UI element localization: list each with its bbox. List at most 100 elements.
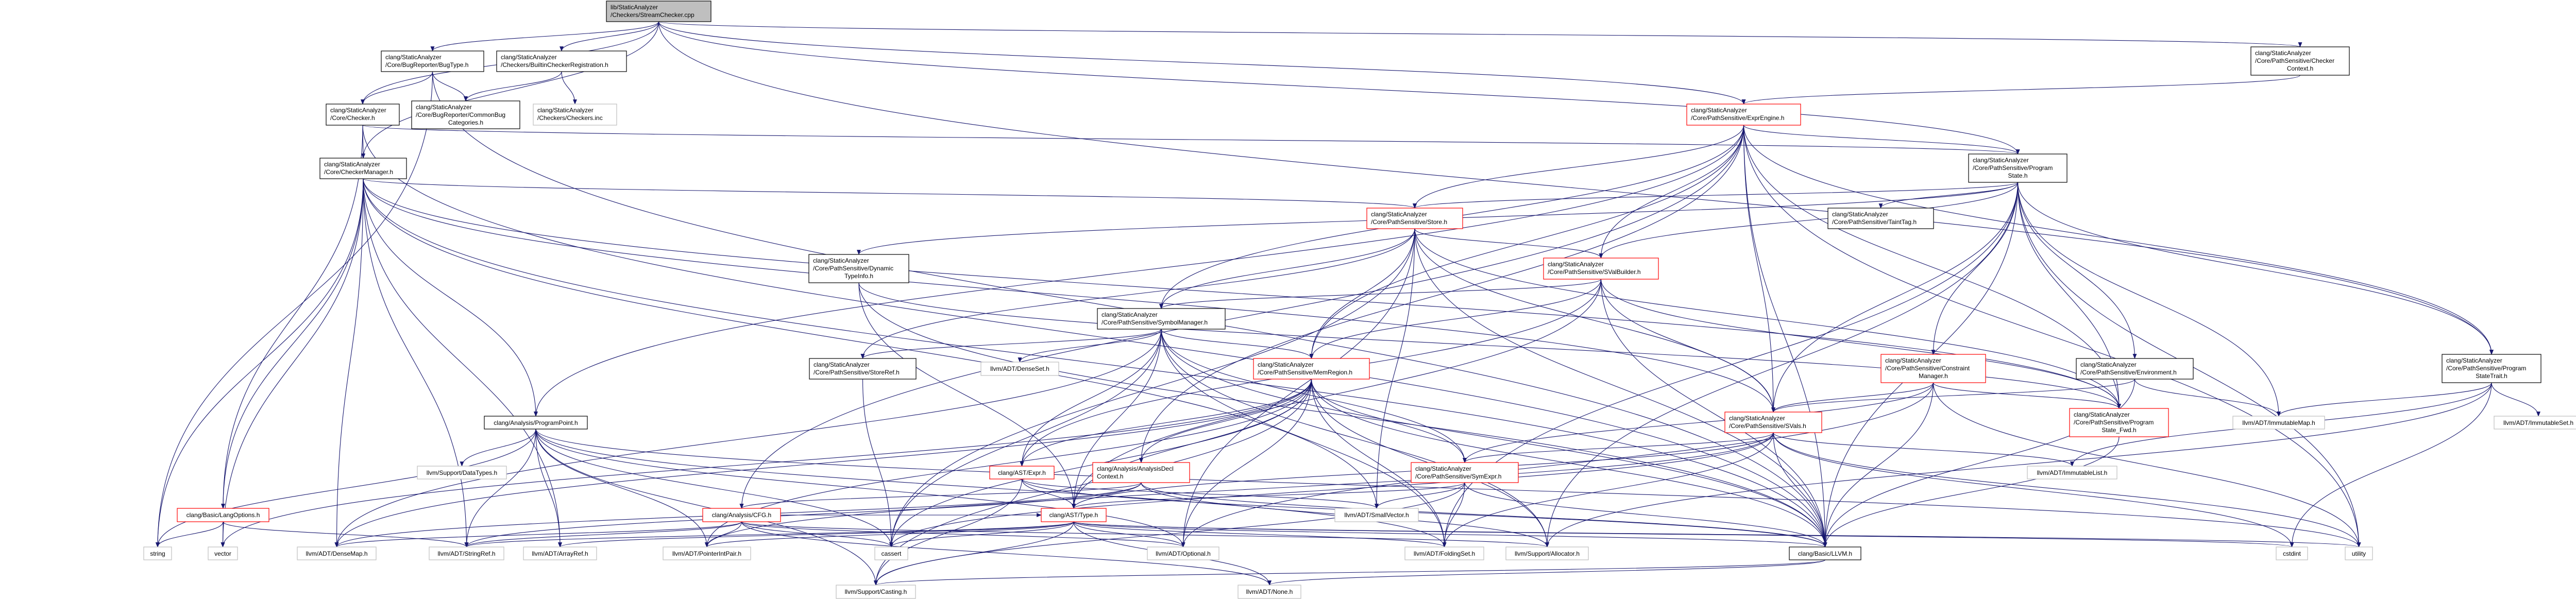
edge-clang-staticanalyzer-core-checkermanager-h-to-clang-basic-langoptions-h [221,178,364,509]
edge-clang-staticanalyzer-core-pathsensitive-store-h-to-llvm-adt-smallvector-h [1375,228,1415,509]
node-clang-staticanalyzer-core-pathsensitive-symexpr-h[interactable]: clang/StaticAnalyzer/Core/PathSensitive/… [1411,462,1519,483]
node-clang-staticanalyzer-core-pathsensitive-store-h[interactable]: clang/StaticAnalyzer/Core/PathSensitive/… [1366,208,1463,229]
node-clang-staticanalyzer-core-bugreporter-commonbugcategories-h[interactable]: clang/StaticAnalyzer/Core/BugReporter/Co… [411,100,520,129]
node-box [1686,104,1801,126]
node-label-line: clang/StaticAnalyzer [330,107,386,114]
node-box [874,546,908,560]
edge-clang-basic-langoptions-h-to-llvm-adt-stringref-h [223,521,469,547]
node-clang-staticanalyzer-core-bugreporter-bugtype-h[interactable]: clang/StaticAnalyzer/Core/BugReporter/Bu… [381,50,484,72]
edge-clang-staticanalyzer-core-pathsensitive-store-h-to-clang-staticanalyzer-core-pathsensitive-svals-h [1414,228,1775,413]
edge-clang-staticanalyzer-core-pathsensitive-svalbuilder-h-to-clang-basic-llvm-h [1600,279,1827,547]
node-label-line: clang/StaticAnalyzer [1885,357,1941,364]
edge-clang-analysis-programpoint-h-to-string [156,429,536,547]
node-box [2027,466,2117,480]
node-llvm-adt-smallvector-h: llvm/ADT/SmallVector.h [1334,508,1419,522]
node-box [989,466,1055,480]
node-clang-staticanalyzer-core-pathsensitive-dynamictypeinfo-h[interactable]: clang/StaticAnalyzer/Core/PathSensitive/… [808,254,909,283]
node-label-line: /Core/BugReporter/CommonBug [416,111,505,118]
node-label-line: clang/StaticAnalyzer [1729,415,1785,422]
edge-clang-ast-type-h-to-cassert [889,521,1074,547]
edge-clang-staticanalyzer-core-pathsensitive-svals-h-to-llvm-adt-foldingset-h [1442,432,1774,547]
node-clang-staticanalyzer-core-pathsensitive-programstatetrait-h[interactable]: clang/StaticAnalyzer/Core/PathSensitive/… [2442,354,2541,383]
node-label-line: clang/StaticAnalyzer [1691,107,1747,114]
node-clang-basic-llvm-h[interactable]: clang/Basic/LLVM.h [1789,546,1861,560]
node-clang-analysis-cfg-h[interactable]: clang/Analysis/CFG.h [702,508,781,522]
node-clang-staticanalyzer-core-pathsensitive-programstate-fwd-h[interactable]: clang/StaticAnalyzer/Core/PathSensitive/… [2069,408,2169,437]
edge-clang-staticanalyzer-core-checkermanager-h-to-clang-staticanalyzer-core-pathsensitive-svals-h [363,178,1775,413]
node-clang-staticanalyzer-core-pathsensitive-tainttag-h[interactable]: clang/StaticAnalyzer/Core/PathSensitive/… [1827,208,1934,229]
node-label-line: llvm/ADT/ImmutableSet.h [2503,419,2573,426]
node-label-line: /Core/PathSensitive/TaintTag.h [1832,218,1917,226]
edge-clang-ast-type-h-to-llvm-support-casting-h [874,521,1074,586]
edge-clang-staticanalyzer-core-pathsensitive-memregion-h-to-clang-staticanalyzer-core-pathsensitive-symexpr-h [1311,379,1467,463]
node-box [663,546,751,560]
node-clang-staticanalyzer-checkers-builtincheckerregistration-h[interactable]: clang/StaticAnalyzer/Checkers/BuiltinChe… [496,50,627,72]
edge-clang-ast-type-h-to-llvm-adt-pointerintpair-h [705,521,1074,547]
node-clang-staticanalyzer-core-pathsensitive-constraintmanager-h[interactable]: clang/StaticAnalyzer/Core/PathSensitive/… [1880,354,1986,383]
edge-clang-staticanalyzer-core-pathsensitive-exprengine-h-to-clang-analysis-cfg-h [739,125,1744,509]
edge-clang-staticanalyzer-core-pathsensitive-programstate-h-to-clang-staticanalyzer-core-pathsensitive-svals-h [1771,182,2019,413]
edge-clang-staticanalyzer-core-pathsensitive-environment-h-to-clang-basic-llvm-h [1823,379,2136,547]
edge-clang-staticanalyzer-core-pathsensitive-store-h-to-llvm-adt-optional-h [1181,228,1415,547]
edge-clang-ast-type-h-to-llvm-adt-stringref-h [464,521,1074,547]
edge-clang-staticanalyzer-core-pathsensitive-symbolmanager-h-to-llvm-adt-densemap-h [334,329,1162,547]
node-clang-basic-langoptions-h[interactable]: clang/Basic/LangOptions.h [177,508,269,522]
node-label-line: llvm/Support/Casting.h [845,588,907,595]
edge-clang-staticanalyzer-core-pathsensitive-environment-h-to-clang-staticanalyzer-core-pathsensitive-svals-h [1771,379,2136,413]
edge-clang-staticanalyzer-core-pathsensitive-symbolmanager-h-to-llvm-adt-denseset-h [1018,329,1162,363]
node-box [411,100,520,129]
node-clang-staticanalyzer-core-pathsensitive-symbolmanager-h[interactable]: clang/StaticAnalyzer/Core/PathSensitive/… [1097,308,1226,330]
edge-clang-staticanalyzer-core-pathsensitive-symbolmanager-h-to-llvm-support-allocator-h [1161,329,1549,547]
edge-clang-staticanalyzer-core-checker-h-to-clang-basic-llvm-h [362,125,1827,547]
node-clang-staticanalyzer-core-checker-h[interactable]: clang/StaticAnalyzer/Core/Checker.h [326,104,400,126]
node-label-line: /Core/CheckerManager.h [324,168,393,176]
node-clang-staticanalyzer-core-pathsensitive-svalbuilder-h[interactable]: clang/StaticAnalyzer/Core/PathSensitive/… [1543,258,1659,280]
node-label-line: StateTrait.h [2476,372,2507,380]
node-box [1041,508,1107,522]
edge-clang-staticanalyzer-core-pathsensitive-constraintmanager-h-to-clang-staticanalyzer-core-pathsensitive-programstate-fwd-h [1933,382,2121,409]
node-label-line: clang/StaticAnalyzer [814,361,870,368]
node-clang-analysis-programpoint-h[interactable]: clang/Analysis/ProgramPoint.h [484,416,588,430]
node-clang-staticanalyzer-core-pathsensitive-svals-h[interactable]: clang/StaticAnalyzer/Core/PathSensitive/… [1724,412,1822,433]
node-label-line: /Checkers/StreamChecker.cpp [611,11,694,19]
node-clang-ast-type-h[interactable]: clang/AST/Type.h [1041,508,1107,522]
edge-clang-staticanalyzer-core-pathsensitive-programstatetrait-h-to-llvm-adt-immutableset-h [2491,382,2540,417]
edge-clang-staticanalyzer-core-pathsensitive-exprengine-h-to-utility [1743,125,2361,547]
node-box [484,416,588,430]
node-clang-staticanalyzer-core-checkermanager-h[interactable]: clang/StaticAnalyzer/Core/CheckerManager… [319,158,407,179]
edge-clang-staticanalyzer-core-pathsensitive-exprengine-h-to-clang-staticanalyzer-core-pathsensitive-programstatetrait-h [1743,125,2494,355]
node-label-line: /Core/PathSensitive/SymbolManager.h [1101,319,1208,326]
node-label-line: /Core/PathSensitive/Constraint [1885,365,1970,372]
node-clang-staticanalyzer-core-pathsensitive-checkercontext-h[interactable]: clang/StaticAnalyzer/Core/PathSensitive/… [2250,46,2350,76]
edge-clang-basic-llvm-h-to-llvm-adt-none-h [1267,559,1826,586]
edge-clang-analysis-programpoint-h-to-utility [535,429,2361,547]
edge-clang-staticanalyzer-core-pathsensitive-symbolmanager-h-to-clang-ast-type-h [1072,329,1162,509]
node-clang-ast-expr-h[interactable]: clang/AST/Expr.h [989,466,1055,480]
edge-clang-staticanalyzer-core-checkermanager-h-to-clang-staticanalyzer-core-pathsensitive-store-h [363,178,1417,209]
node-label-line: /Core/PathSensitive/Dynamic [813,265,893,272]
edge-clang-staticanalyzer-core-checkermanager-h-to-string [156,178,364,547]
node-label-line: clang/Analysis/AnalysisDecl [1097,465,1174,472]
node-box [836,585,916,599]
node-cstdint: cstdint [2276,546,2308,560]
edge-clang-staticanalyzer-core-pathsensitive-programstate-fwd-h-to-clang-basic-llvm-h [1823,436,2120,547]
node-label-line: string [150,550,165,557]
node-box [1505,546,1589,560]
node-label-line: vector [214,550,231,557]
node-label-line: cstdint [2283,550,2301,557]
node-box [1724,412,1822,433]
edge-clang-staticanalyzer-core-pathsensitive-memregion-h-to-llvm-adt-densemap-h [334,379,1312,547]
node-box [1543,258,1659,280]
node-label-line: /Core/BugReporter/BugType.h [385,61,468,69]
edge-clang-staticanalyzer-core-pathsensitive-svals-h-to-cassert [889,432,1774,547]
node-box [1827,208,1934,229]
node-label-line: llvm/ADT/StringRef.h [437,550,495,557]
node-clang-staticanalyzer-core-pathsensitive-environment-h[interactable]: clang/StaticAnalyzer/Core/PathSensitive/… [2076,358,2194,380]
node-clang-staticanalyzer-core-pathsensitive-memregion-h[interactable]: clang/StaticAnalyzer/Core/PathSensitive/… [1253,358,1370,380]
node-clang-staticanalyzer-core-pathsensitive-programstate-h[interactable]: clang/StaticAnalyzer/Core/PathSensitive/… [1968,153,2067,183]
node-layer: lib/StaticAnalyzer/Checkers/StreamChecke… [143,1,2576,599]
node-clang-staticanalyzer-core-pathsensitive-exprengine-h[interactable]: clang/StaticAnalyzer/Core/PathSensitive/… [1686,104,1801,126]
edge-clang-staticanalyzer-core-pathsensitive-programstate-h-to-clang-staticanalyzer-core-pathsensitive-svalbuilder-h [1599,182,2019,259]
node-clang-staticanalyzer-core-pathsensitive-storeref-h[interactable]: clang/StaticAnalyzer/Core/PathSensitive/… [809,358,917,380]
